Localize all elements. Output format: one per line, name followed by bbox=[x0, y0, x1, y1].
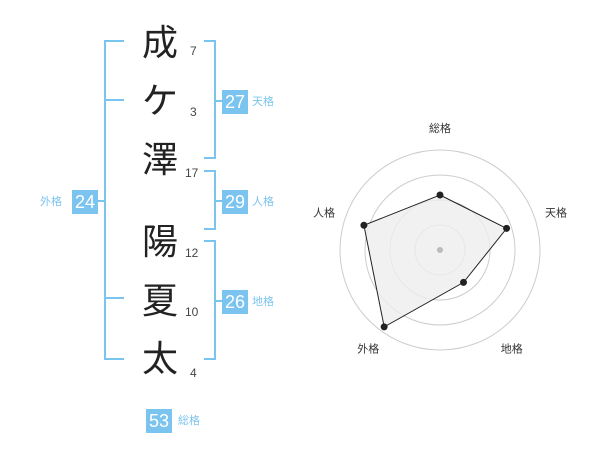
stroke-count-4: 12 bbox=[185, 246, 199, 260]
radar-axis-label-3: 外格 bbox=[357, 342, 379, 356]
radar-point-1 bbox=[503, 224, 511, 232]
gaikaku-label: 外格 bbox=[40, 195, 62, 208]
radar-center-dot bbox=[437, 247, 443, 253]
tenkaku-label: 天格 bbox=[252, 95, 274, 108]
stroke-count-5: 10 bbox=[185, 305, 199, 319]
radar-ring-3 bbox=[364, 174, 516, 326]
name-char-3: 澤 bbox=[141, 140, 178, 181]
radar-axis-label-2: 地格 bbox=[501, 342, 523, 356]
stroke-count-1: 7 bbox=[190, 44, 197, 58]
radar-polygon bbox=[363, 194, 508, 328]
stroke-count-2: 3 bbox=[190, 105, 197, 119]
name-char-1: 成 bbox=[141, 23, 178, 64]
tenkaku-value: 27 bbox=[222, 90, 248, 114]
gaikaku-value: 24 bbox=[72, 190, 98, 214]
radar-point-3 bbox=[380, 323, 388, 331]
stroke-count-3: 17 bbox=[185, 166, 199, 180]
chikaku-label: 地格 bbox=[252, 295, 274, 308]
soukaku-label: 総格 bbox=[178, 414, 200, 427]
jinkaku-label: 人格 bbox=[252, 195, 274, 208]
name-char-6: 太 bbox=[141, 339, 178, 380]
jinkaku-value: 29 bbox=[222, 190, 248, 214]
soukaku-value: 53 bbox=[146, 409, 172, 433]
chikaku-value: 26 bbox=[222, 290, 248, 314]
radar-axis-label-1: 天格 bbox=[545, 205, 567, 219]
radar-point-0 bbox=[436, 191, 444, 199]
stroke-count-6: 4 bbox=[190, 366, 197, 380]
name-char-2: ケ bbox=[141, 81, 178, 122]
name-char-5: 夏 bbox=[141, 281, 178, 322]
radar-ring-4 bbox=[339, 149, 541, 351]
radar-point-4 bbox=[360, 221, 368, 229]
radar-axis-label-0: 総格 bbox=[429, 121, 451, 135]
name-char-4: 陽 bbox=[141, 222, 178, 263]
radar-point-2 bbox=[460, 278, 468, 286]
radar-axis-label-4: 人格 bbox=[313, 205, 335, 219]
